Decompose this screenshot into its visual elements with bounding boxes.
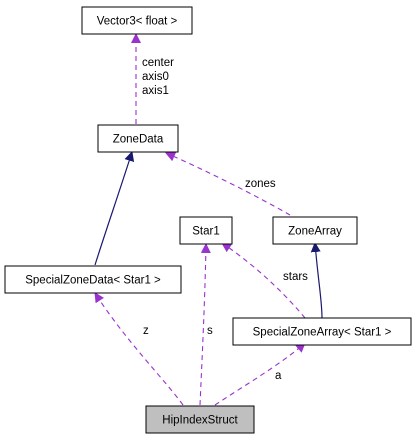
node-hipindexstruct[interactable]: HipIndexStruct — [145, 405, 255, 434]
node-zonedata[interactable]: ZoneData — [97, 124, 179, 153]
node-specialzonedata[interactable]: SpecialZoneData< Star1 > — [4, 265, 182, 294]
edge-hipindexstruct-specialzonearray — [214, 342, 306, 406]
node-zonearray[interactable]: ZoneArray — [272, 216, 358, 245]
edge-specialzonedata-zonedata — [94, 151, 135, 266]
edge-specialzonearray-zonearray — [310, 242, 323, 319]
edge-label-axis1: axis1 — [142, 85, 169, 97]
node-specialzonedata-label: SpecialZoneData< Star1 > — [25, 275, 161, 287]
node-vector3[interactable]: Vector3< float > — [81, 6, 193, 35]
node-zonedata-label: ZoneData — [113, 134, 164, 146]
edge-label-zones: zones — [245, 178, 276, 190]
node-zonearray-label: ZoneArray — [288, 226, 342, 238]
edge-hipindexstruct-star1 — [199, 243, 211, 406]
edge-label-z: z — [143, 325, 149, 337]
edge-label-s: s — [207, 325, 213, 337]
node-hipindexstruct-label: HipIndexStruct — [162, 415, 238, 427]
edge-label-axis0: axis0 — [142, 71, 169, 83]
edge-specialzonearray-star1 — [221, 242, 306, 319]
node-star1-label: Star1 — [192, 226, 220, 238]
edge-label-a: a — [275, 370, 282, 382]
edge-label-stars: stars — [283, 271, 308, 283]
node-specialzonearray-label: SpecialZoneArray< Star1 > — [253, 327, 392, 339]
node-star1[interactable]: Star1 — [179, 216, 233, 245]
node-specialzonearray[interactable]: SpecialZoneArray< Star1 > — [232, 317, 412, 346]
node-vector3-label: Vector3< float > — [97, 16, 178, 28]
edge-label-center: center — [142, 57, 174, 69]
edge-hipindexstruct-specialzonedata — [94, 292, 184, 406]
